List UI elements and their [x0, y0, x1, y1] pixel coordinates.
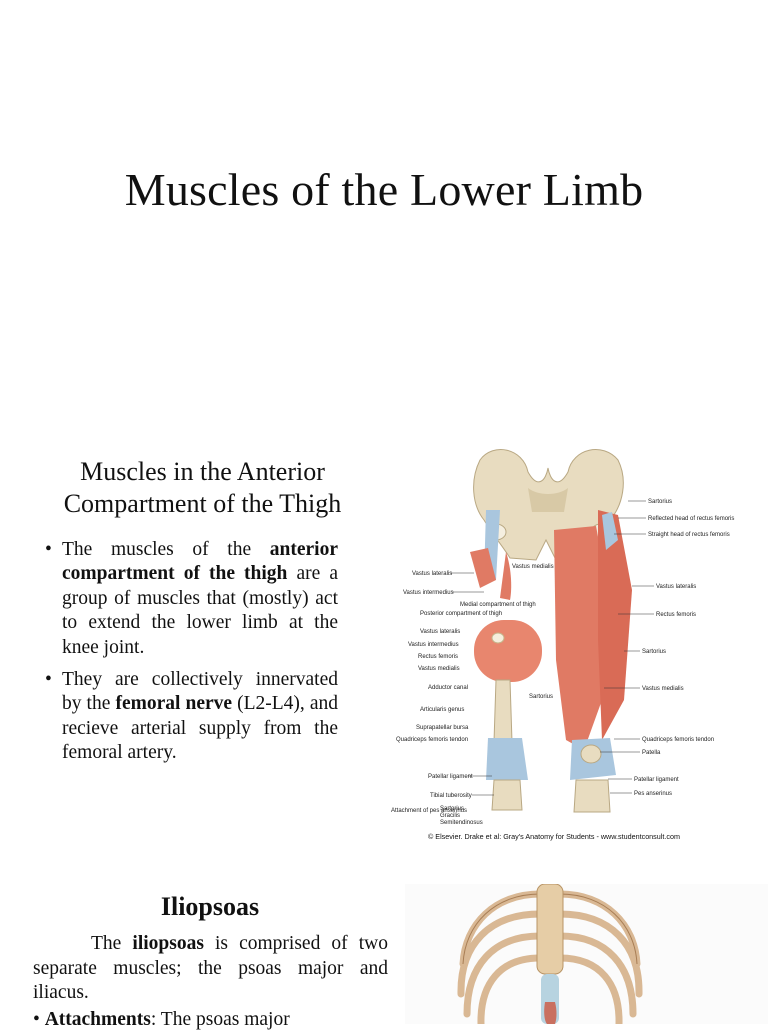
figure-label: Quadriceps femoris tendon — [396, 737, 468, 743]
bullet-list: The muscles of the anterior compartment … — [45, 538, 338, 774]
figure-label: Suprapatellar bursa — [416, 725, 469, 731]
bullet-bold: Attachments — [44, 1009, 151, 1030]
bullet-text: They are collectively innervated by the — [62, 669, 338, 715]
rib-outlines — [462, 893, 638, 965]
section-heading-iliopsoas: Iliopsoas — [160, 892, 260, 921]
figure-labels-left: Vastus lateralis Vastus intermedius Vast… — [391, 564, 554, 826]
psoas-muscle — [544, 1002, 557, 1024]
figure-label: Gracilis — [440, 813, 460, 819]
bullet-item: They are collectively innervated by the … — [45, 668, 338, 766]
figure-label: Semitendinosus — [440, 820, 483, 826]
figure-caption: © Elsevier. Drake et al: Gray's Anatomy … — [428, 832, 680, 841]
figure-label: Vastus medialis — [512, 564, 554, 570]
figure-label: Pes anserinus — [634, 791, 672, 797]
figure-labels-right: Sartorius Reflected head of rectus femor… — [634, 499, 734, 797]
figure-label: Patella — [642, 750, 661, 756]
sternum — [536, 884, 564, 975]
bullet-item: The muscles of the anterior compartment … — [45, 538, 338, 660]
figure-label: Adductor canal — [428, 685, 468, 691]
left-thigh-dissection — [470, 510, 542, 811]
figure-label: Vastus medialis — [642, 686, 684, 692]
figure-label: Articularis genus — [420, 707, 464, 713]
bullet-item: • Attachments: The psoas major — [33, 1009, 290, 1030]
figure-label: Sartorius — [648, 499, 672, 505]
figure-label: Sartorius — [642, 649, 666, 655]
bullet-bold: anterior compartment of the thigh — [62, 539, 338, 585]
figure-label: Medial compartment of thigh — [460, 602, 536, 608]
figure-label: Patellar ligament — [634, 777, 679, 783]
figure-label: Sartorius — [529, 694, 553, 700]
section-heading-anterior: Muscles in the Anterior Compartment of t… — [30, 456, 375, 520]
right-thigh-muscles — [554, 510, 632, 813]
figure-label: Sartorius — [440, 806, 464, 812]
figure-label: Posterior compartment of thigh — [420, 611, 502, 617]
figure-label: Patellar ligament — [428, 774, 473, 780]
ribcage-figure — [405, 884, 768, 1024]
bullet-text: The muscles of the — [62, 539, 270, 560]
bullet-bold: femoral nerve — [115, 693, 233, 715]
leader-lines — [450, 500, 654, 796]
figure-label: Rectus femoris — [418, 654, 458, 660]
heading-line: Muscles in the Anterior — [80, 457, 325, 486]
thigh-anatomy-figure: Vastus lateralis Vastus intermedius Vast… — [391, 449, 734, 841]
figure-label: Attachment of pes anserinus — [391, 808, 467, 814]
figure-label: Reflected head of rectus femoris — [648, 516, 734, 522]
figure-label: Straight head of rectus femoris — [648, 532, 730, 538]
bullet-text: (L2-L4), and recieve arterial supply fro… — [62, 693, 338, 764]
figure-label: Tibial tuberosity — [430, 793, 472, 799]
para-text: is comprised of two separate muscles; th… — [33, 933, 388, 1003]
figure-label: Quadriceps femoris tendon — [642, 737, 714, 743]
figure-label: Rectus femoris — [656, 612, 696, 618]
para-text: The — [91, 933, 133, 954]
para-bold: iliopsoas — [132, 933, 204, 954]
iliopsoas-paragraph: The iliopsoas is comprised of two separa… — [33, 932, 388, 1006]
bullet-text: are a group of muscles that (mostly) act… — [62, 563, 338, 658]
figure-label: Vastus intermedius — [403, 590, 454, 596]
page-title: Muscles of the Lower Limb — [124, 164, 644, 215]
bullet-text: : The psoas major — [150, 1009, 290, 1030]
figure-label: Vastus medialis — [418, 666, 460, 672]
figure-label: Vastus intermedius — [408, 642, 459, 648]
figure-label: Vastus lateralis — [412, 571, 452, 577]
figure-label: Vastus lateralis — [420, 629, 460, 635]
heading-line: Compartment of the Thigh — [63, 489, 342, 518]
figure-label: Vastus lateralis — [656, 584, 696, 590]
